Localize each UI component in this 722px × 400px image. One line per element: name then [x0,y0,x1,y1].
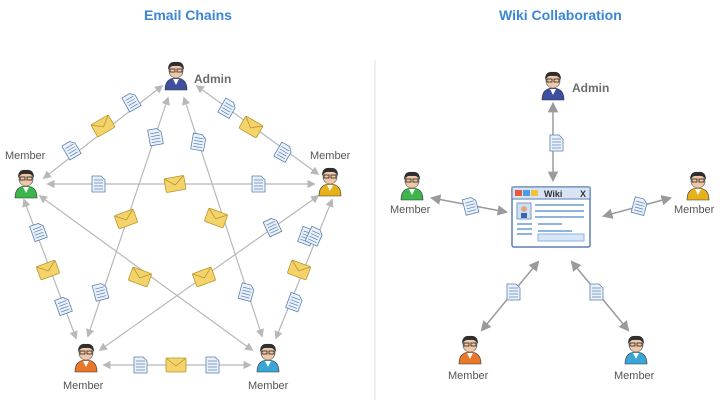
wiki-window: Wiki X [511,186,591,248]
member-avatar-yellow [686,171,710,201]
member-label: Member [63,380,104,392]
document-icon [91,283,110,302]
wiki-window-title: Wiki [544,189,562,199]
envelope-icon [90,114,116,137]
member-label: Member [390,204,431,216]
email-chains-title: Email Chains [144,7,232,23]
member-avatar-yellow [318,167,342,197]
email-envelopes [36,114,311,373]
document-icon [461,197,480,216]
envelope-icon [238,115,264,138]
member-label: Member [5,150,46,162]
email-chain-connections [22,84,334,370]
envelope-icon [192,266,216,287]
close-icon: X [580,189,586,199]
admin-avatar [541,71,565,101]
admin-label: Admin [572,81,609,95]
document-icon [29,223,48,243]
member-label: Member [674,204,715,216]
document-icon [506,283,521,301]
document-icon [262,218,283,238]
document-icon [205,356,220,374]
wiki-documents [461,134,648,301]
member-avatar-cyan [624,335,648,365]
member-avatar-green [400,171,424,201]
document-icon [190,132,207,152]
admin-avatar [164,61,188,91]
document-icon [133,356,148,374]
member-avatar-orange [458,335,482,365]
member-label: Member [448,370,489,382]
member-avatar-green [14,169,38,199]
document-icon [251,175,266,193]
envelope-icon [163,175,187,193]
document-icon [285,291,303,313]
email-documents [29,93,323,374]
wiki-collaboration-title: Wiki Collaboration [499,7,622,23]
document-icon [549,134,564,152]
document-icon [147,128,164,147]
member-label: Member [614,370,655,382]
document-icon [630,196,648,217]
envelope-icon [287,259,311,280]
document-icon [237,282,255,303]
document-icon [54,297,73,317]
member-label: Member [310,150,351,162]
wiki-content-lines [517,204,584,235]
member-label: Member [248,380,289,392]
envelope-icon [165,357,187,373]
document-icon [121,93,142,113]
member-avatar-cyan [256,343,280,373]
document-icon [91,175,106,193]
wiki-logo-icon [515,190,522,196]
envelope-icon [204,207,228,228]
document-icon [217,97,236,119]
member-avatar-orange [74,343,98,373]
document-icon [273,141,292,163]
document-icon [589,283,604,301]
admin-label: Admin [194,72,231,86]
document-icon [61,141,82,161]
envelope-icon [36,259,60,280]
envelope-icon [128,266,152,287]
document-icon [304,225,323,247]
envelope-icon [114,208,138,229]
